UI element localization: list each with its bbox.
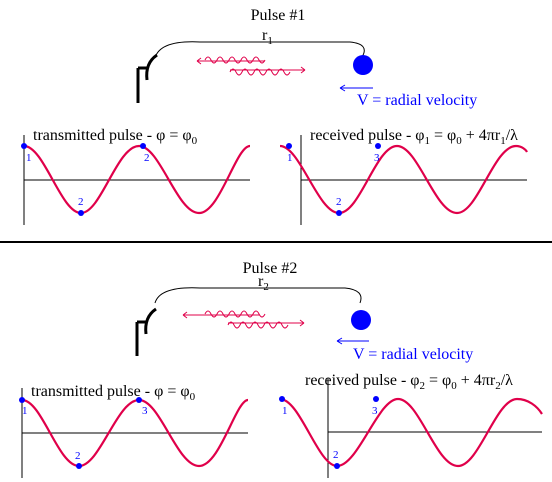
pulse-waves [196, 56, 306, 76]
phase-point [21, 143, 27, 149]
phase-point [336, 210, 342, 216]
pulse-waves [182, 310, 305, 329]
pulse-1-section: Pulse #1 r1 V = radial velocity [21, 7, 528, 225]
target-icon [353, 55, 373, 75]
phase-point [140, 143, 146, 149]
range-bracket [154, 287, 362, 304]
pulse-2-title: Pulse #2 [243, 260, 298, 277]
received-label: received pulse - φ2 = φ0 + 4πr2/λ [305, 372, 513, 392]
velocity-label: V = radial velocity [353, 346, 473, 363]
phase-point [279, 396, 285, 402]
phase-point [136, 397, 142, 403]
phase-point [373, 396, 379, 402]
phase-point-label: 2 [78, 196, 84, 208]
velocity-arrow-icon [339, 84, 373, 92]
radar-antenna-icon [136, 53, 158, 103]
transmitted-plot-2: transmitted pulse - φ = φ0 1 2 3 [19, 383, 249, 478]
wave-curve [23, 144, 251, 215]
received-label: received pulse - φ1 = φ0 + 4πr1/λ [310, 127, 518, 147]
phase-point-label: 3 [374, 152, 380, 164]
phase-point-label: 1 [287, 152, 293, 164]
phase-point-label: 3 [372, 405, 378, 417]
received-plot-2: received pulse - φ2 = φ0 + 4πr2/λ 1 2 3 [279, 372, 543, 478]
phase-point-label: 1 [26, 152, 32, 164]
transmitted-label: transmitted pulse - φ = φ0 [31, 383, 196, 403]
velocity-label: V = radial velocity [357, 92, 477, 109]
phase-point [19, 397, 25, 403]
pulse-2-section: Pulse #2 r2 V = radial velocity [19, 260, 543, 478]
phase-point [76, 463, 82, 469]
phase-point [375, 143, 381, 149]
phase-point-label: 1 [282, 405, 288, 417]
range-label: r2 [258, 273, 269, 293]
phase-point-label: 2 [144, 152, 150, 164]
velocity-arrow-icon [336, 337, 369, 345]
radar-antenna-icon [135, 307, 157, 356]
range-label: r1 [262, 27, 273, 47]
wave-curve [279, 397, 543, 468]
phase-point [286, 143, 292, 149]
target-icon [351, 310, 371, 330]
pulse-1-title: Pulse #1 [251, 7, 306, 24]
phase-point-label: 2 [333, 449, 339, 461]
transmitted-plot-1: transmitted pulse - φ = φ0 1 2 2 [21, 127, 251, 225]
phase-point [78, 210, 84, 216]
transmitted-label: transmitted pulse - φ = φ0 [33, 127, 198, 147]
received-plot-1: received pulse - φ1 = φ0 + 4πr1/λ 1 2 3 [279, 127, 528, 225]
range-bracket [154, 41, 365, 59]
phase-point-label: 1 [22, 405, 28, 417]
phase-point [334, 463, 340, 469]
phase-point-label: 2 [75, 450, 81, 462]
phase-point-label: 2 [336, 196, 342, 208]
phase-point-label: 3 [142, 405, 148, 417]
wave-curve [279, 144, 528, 215]
